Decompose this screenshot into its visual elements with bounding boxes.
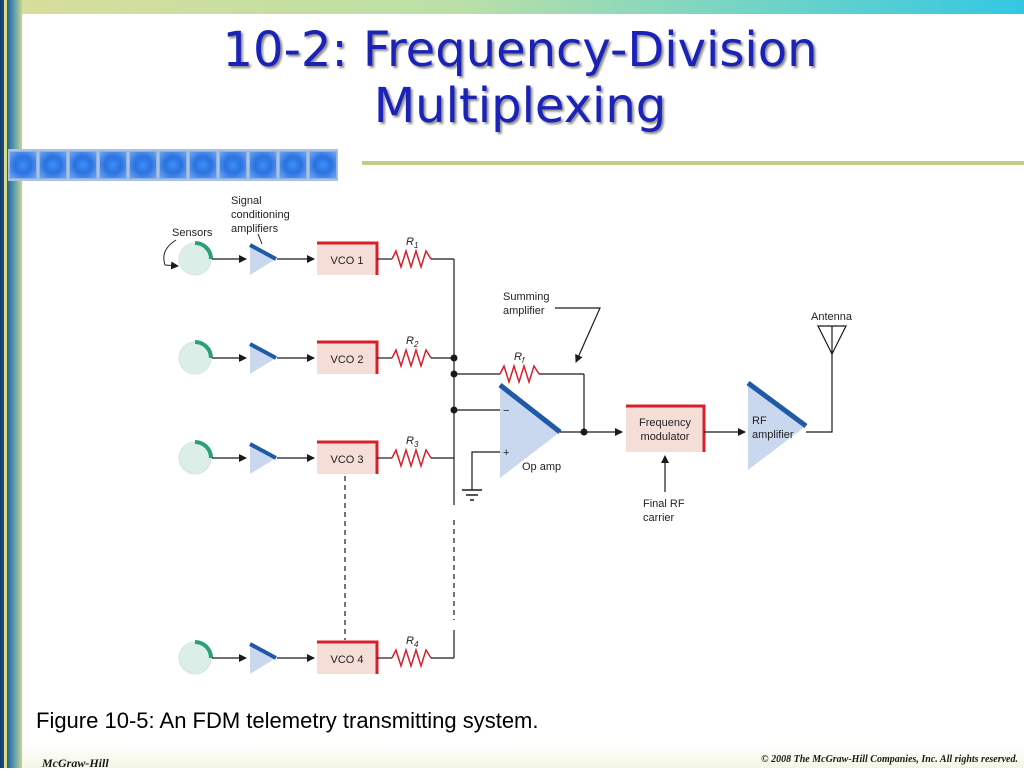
decor-square [69,151,97,179]
decor-square [129,151,157,179]
signal-amplifier-icon [250,644,276,674]
resistor-r3-icon [391,447,432,469]
figure-caption: Figure 10-5: An FDM telemetry transmitti… [36,708,539,733]
op-amp-icon [500,385,560,478]
channel-row-4: VCO 4 R4 [178,635,454,675]
r3-label: R3 [406,435,419,449]
decor-square [249,151,277,179]
channel-row-1: VCO 1 R1 [178,236,454,276]
top-decor-band [0,0,1024,14]
sensor-arc [194,241,213,260]
decor-square-strip [8,149,338,181]
sensor-arc [194,440,213,459]
channel-row-3: VCO 3 R3 [178,435,454,475]
freq-mod-label-1: Frequency [639,417,691,429]
rf-amplifier-icon [748,383,806,470]
vco-3-label: VCO 3 [330,454,363,466]
summing-pointer [555,307,601,363]
vco-1-label: VCO 1 [330,255,363,267]
resistor-r4-icon [391,647,432,669]
signal-amplifier-icon [250,344,276,374]
left-decor-band [0,0,22,768]
vco-1-box [317,243,377,275]
title-line-1: 10-2: Frequency-Division [222,22,818,78]
r1-label: R1 [406,236,418,250]
title-line-2: Multiplexing [373,78,667,134]
resistor-rf-icon [499,363,540,385]
signal-amplifier-icon [250,444,276,474]
decor-square [39,151,67,179]
decor-square [279,151,307,179]
rf-amp-label-1: RF [752,415,767,427]
final-rf-label-2: carrier [643,512,675,524]
ground-icon [462,489,482,501]
decor-square [159,151,187,179]
fdm-telemetry-diagram: Sensors Signal conditioning amplifiers V… [163,195,853,675]
footer-copyright: © 2008 The McGraw-Hill Companies, Inc. A… [761,754,1018,765]
slide-title: 10-2: Frequency-Division Multiplexing [100,22,940,134]
signal-amplifier-icon [250,245,276,275]
signal-cond-pointer [257,233,263,245]
sensor-arc [194,640,213,659]
r4-label: R4 [406,635,419,649]
rf-label: Rf [514,351,525,365]
antenna-icon [817,325,847,356]
sensors-label: Sensors [172,227,213,239]
vco-2-box [317,342,377,374]
summing-label-2: amplifier [503,305,545,317]
decor-square [9,151,37,179]
op-amp-plus: + [503,447,509,459]
summing-label-1: Summing [503,291,549,303]
antenna-label: Antenna [811,311,853,323]
sensors-pointer [163,239,179,270]
vco-4-label: VCO 4 [330,654,363,666]
vco-4-box [317,642,377,674]
vco-3-box [317,442,377,474]
freq-mod-label-2: modulator [641,431,690,443]
footer-publisher: McGraw-Hill [42,756,109,770]
bottom-decor-band [22,744,1024,768]
sensor-arc [194,340,213,359]
r2-label: R2 [406,335,419,349]
decor-square [189,151,217,179]
op-amp-minus: − [503,405,509,417]
resistor-r2-icon [391,347,432,369]
op-amp-label: Op amp [522,461,561,473]
signal-cond-label-2: conditioning [231,209,290,221]
signal-cond-label-3: amplifiers [231,223,279,235]
decor-square [309,151,337,179]
rf-amp-label-2: amplifier [752,429,794,441]
decor-square [99,151,127,179]
frequency-modulator-box [626,406,704,452]
title-divider [362,161,1024,165]
signal-cond-label-1: Signal [231,195,262,207]
final-rf-label-1: Final RF [643,498,685,510]
channel-row-2: VCO 2 R2 [178,335,454,375]
resistor-r1-icon [391,248,432,270]
vco-2-label: VCO 2 [330,354,363,366]
decor-square [219,151,247,179]
